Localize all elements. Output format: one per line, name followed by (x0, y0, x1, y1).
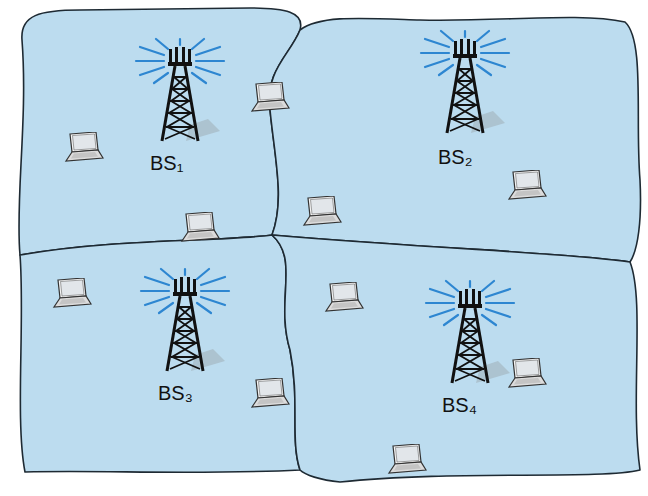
cell-outline (266, 10, 646, 266)
cell-region: BS₁ (14, 4, 310, 260)
cell-region: BS₄ (266, 230, 646, 488)
base-station-label: BS₁ (150, 152, 183, 174)
base-station-label: BS₄ (442, 394, 477, 416)
cell-region: BS₃ (14, 230, 304, 478)
cell-outline (266, 230, 646, 488)
cell-outline (14, 4, 310, 260)
base-station-towers (136, 31, 514, 383)
base-station-label: BS₂ (438, 146, 472, 168)
base-station-label: BS₃ (158, 382, 193, 404)
cell-region: BS₂ (266, 10, 646, 266)
cell-outline (14, 230, 304, 478)
laptops (54, 82, 546, 473)
